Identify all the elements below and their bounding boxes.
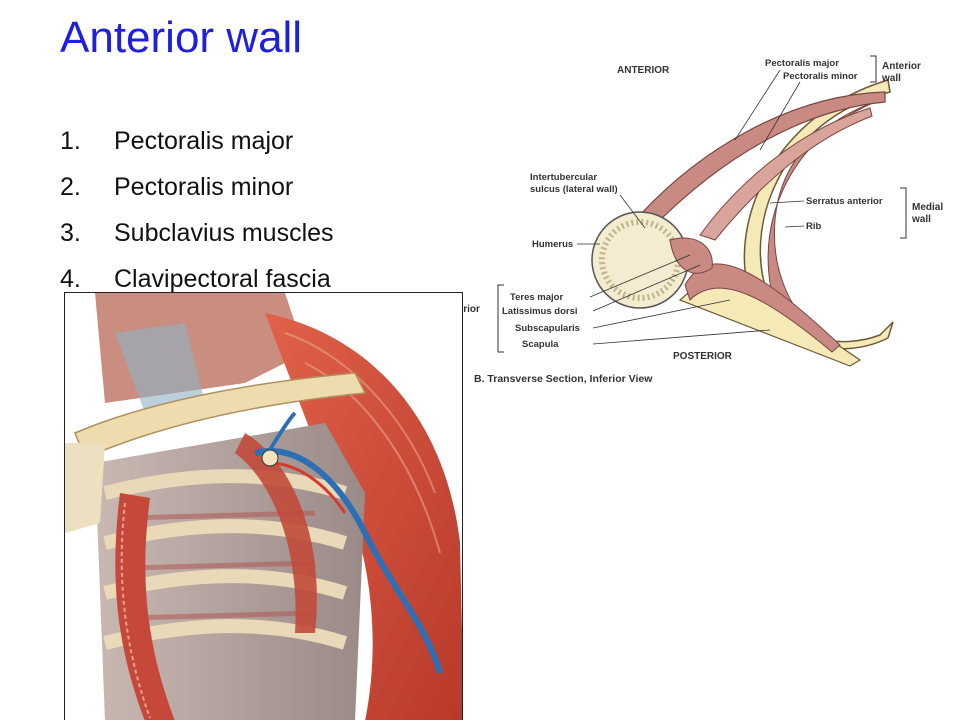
serratus-anterior-label: Serratus anterior <box>806 196 883 207</box>
rib-label: Rib <box>806 221 822 232</box>
teres-major-label: Teres major <box>510 292 563 303</box>
medial-wall-label: Medial <box>912 202 943 213</box>
list-text: Pectoralis minor <box>114 172 294 201</box>
pectoralis-minor-shape <box>699 107 873 241</box>
intertubercular-label: Intertubercular <box>530 172 597 183</box>
humerus-shape <box>591 211 689 309</box>
anterior-label: ANTERIOR <box>617 65 670 76</box>
latissimus-dorsi-label: Latissimus dorsi <box>502 306 578 317</box>
pectoralis-major-label: Pectoralis major <box>765 58 839 69</box>
chest-dissection-image <box>65 293 462 720</box>
list-item: 2. Pectoralis minor <box>60 164 334 210</box>
subscapularis-label: Subscapularis <box>515 323 580 334</box>
list-item: 1. Pectoralis major <box>60 118 334 164</box>
svg-text:wall: wall <box>911 214 931 225</box>
svg-text:sulcus (lateral wall): sulcus (lateral wall) <box>530 184 618 195</box>
list-number: 3. <box>60 218 81 247</box>
slide-title: Anterior wall <box>60 13 303 62</box>
pectoralis-major-shape <box>639 91 886 226</box>
list-text: Pectoralis major <box>114 126 294 155</box>
list-text: Clavipectoral fascia <box>114 264 331 293</box>
list-text: Subclavius muscles <box>114 218 334 247</box>
list-item: 3. Subclavius muscles <box>60 210 334 256</box>
anterior-wall-label: Anterior <box>882 61 921 72</box>
list-number: 2. <box>60 172 81 201</box>
scapula-label: Scapula <box>522 339 559 350</box>
dissection-illustration <box>64 292 463 720</box>
humerus-label: Humerus <box>532 239 573 250</box>
diagram-caption: B. Transverse Section, Inferior View <box>474 373 653 385</box>
svg-text:wall: wall <box>881 73 901 84</box>
muscle-list: 1. Pectoralis major 2. Pectoralis minor 3.… <box>60 118 334 302</box>
pectoralis-minor-label: Pectoralis minor <box>783 71 858 82</box>
axilla-cross-section-diagram: ANTERIOR Pectoralis major Pectoralis min… <box>435 55 943 385</box>
list-item: 4. Clavipectoral fascia <box>60 256 334 302</box>
list-number: 1. <box>60 126 81 155</box>
teres-major-shape <box>669 237 713 274</box>
subscapularis-shape <box>684 263 841 353</box>
posterior-label: POSTERIOR <box>673 351 733 362</box>
list-number: 4. <box>60 264 81 293</box>
